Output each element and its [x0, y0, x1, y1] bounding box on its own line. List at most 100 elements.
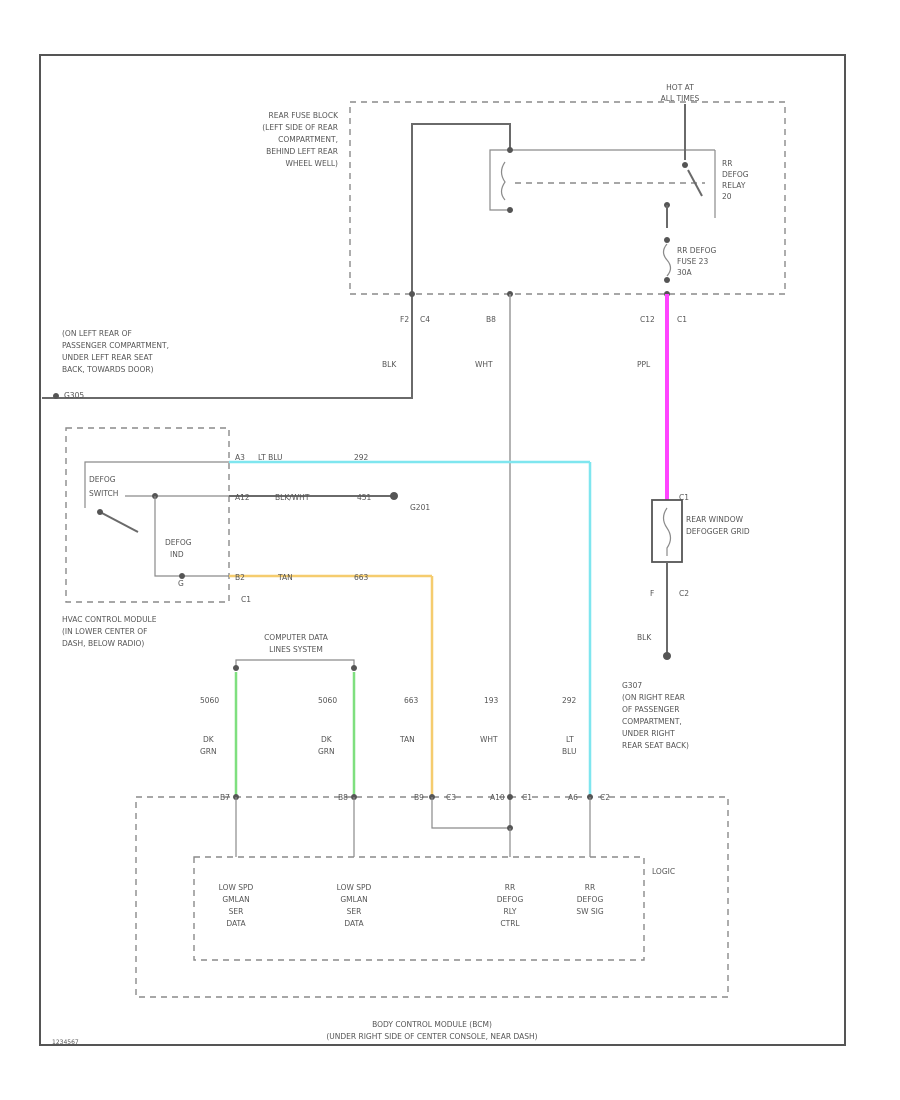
hvac-connector-c1: C1	[241, 595, 251, 604]
col3-circuit: 663	[404, 696, 419, 705]
grid-c2-label: C2	[679, 589, 689, 598]
col5-circuit: 292	[562, 696, 577, 705]
svg-text:OF PASSENGER: OF PASSENGER	[622, 705, 679, 714]
fuse-terminal-top	[664, 237, 670, 243]
fuse-terminal-bottom	[664, 277, 670, 283]
ground-g305-icon	[53, 393, 59, 399]
svg-text:BEHIND LEFT REAR: BEHIND LEFT REAR	[266, 147, 338, 156]
defog-ind-wire	[154, 496, 229, 577]
col1-wire-line2: GRN	[200, 747, 217, 756]
connector-pin-c12: C12	[640, 315, 655, 324]
defog-ind-label: DEFOG IND	[165, 538, 192, 559]
diagram-frame	[39, 54, 846, 1046]
wire-blk-label: BLK	[382, 360, 397, 369]
rear-fuse-block-label: REAR FUSE BLOCK (LEFT SIDE OF REAR COMPA…	[262, 111, 339, 168]
ground-g201-icon	[390, 492, 398, 500]
tan-wire-label: TAN	[277, 573, 293, 582]
col1-circuit: 5060	[200, 696, 219, 705]
svg-text:RR: RR	[585, 883, 595, 892]
svg-text:REAR FUSE BLOCK: REAR FUSE BLOCK	[269, 111, 340, 120]
svg-text:GMLAN: GMLAN	[222, 895, 249, 904]
defog-ind-lamp-icon	[179, 573, 185, 579]
connector-pin-b8: B8	[486, 315, 496, 324]
svg-text:DATA: DATA	[344, 919, 364, 928]
connector-pin-f2: F2	[400, 315, 409, 324]
fuse-icon	[662, 243, 672, 277]
bcm-conn-c2: C2	[600, 793, 610, 802]
svg-text:RLY: RLY	[504, 907, 517, 916]
bcm-label-low-spd-2: LOW SPD GMLAN SER DATA	[337, 883, 372, 928]
blk-ground-wire	[42, 123, 511, 399]
svg-text:REAR WINDOW: REAR WINDOW	[686, 515, 744, 524]
relay-coil-icon	[500, 161, 506, 201]
col3-wire: TAN	[399, 735, 415, 744]
svg-text:DATA: DATA	[226, 919, 246, 928]
bcm-terminal-4	[507, 794, 513, 800]
lt-blu-wire-label: LT BLU	[258, 453, 283, 462]
svg-text:G307: G307	[622, 681, 642, 690]
svg-text:G305: G305	[64, 391, 84, 400]
grid-c1-label: C1	[679, 493, 689, 502]
svg-text:DEFOG: DEFOG	[165, 538, 192, 547]
data-lines-bracket	[235, 659, 355, 668]
svg-text:DASH, BELOW RADIO): DASH, BELOW RADIO)	[62, 639, 144, 648]
svg-text:(ON LEFT REAR OF: (ON LEFT REAR OF	[62, 329, 132, 338]
lt-blu-circuit-label: 292	[354, 453, 369, 462]
footer-code: 1234567	[52, 1039, 79, 1046]
body-control-module-label: BODY CONTROL MODULE (BCM) (UNDER RIGHT S…	[326, 1020, 537, 1041]
bcm-logic-box	[193, 856, 645, 961]
bcm-pin-b9: B9	[414, 793, 424, 802]
data-line-dot-2	[351, 665, 357, 671]
svg-text:BODY CONTROL MODULE (BCM): BODY CONTROL MODULE (BCM)	[372, 1020, 492, 1029]
bcm-logic-label: LOGIC	[652, 867, 675, 876]
svg-text:SW SIG: SW SIG	[576, 907, 604, 916]
svg-text:COMPUTER DATA: COMPUTER DATA	[264, 633, 329, 642]
col4-wire: WHT	[480, 735, 498, 744]
bcm-pin-a6: A6	[568, 793, 578, 802]
f2-terminal	[409, 291, 415, 297]
svg-text:RR: RR	[722, 159, 732, 168]
svg-text:SER: SER	[347, 907, 362, 916]
ground-g307-icon	[663, 652, 671, 660]
svg-text:DEFOG: DEFOG	[577, 895, 604, 904]
hvac-ground-small: G	[178, 579, 184, 588]
relay-coil-terminal-top	[507, 147, 513, 153]
bcm-pin-a10: A10	[490, 793, 505, 802]
svg-text:30A: 30A	[677, 268, 693, 277]
svg-text:LOW SPD: LOW SPD	[219, 883, 254, 892]
rear-fuse-block-box	[349, 101, 786, 295]
blk-wht-wire-label: BLK/WHT	[275, 493, 310, 502]
svg-text:WHEEL WELL): WHEEL WELL)	[285, 159, 338, 168]
col2-wire-line1: DK	[321, 735, 333, 744]
svg-text:COMPARTMENT,: COMPARTMENT,	[622, 717, 682, 726]
svg-text:(LEFT SIDE OF REAR: (LEFT SIDE OF REAR	[262, 123, 338, 132]
hvac-pin-b2: B2	[235, 573, 245, 582]
svg-text:LINES SYSTEM: LINES SYSTEM	[269, 645, 323, 654]
svg-text:COMPARTMENT,: COMPARTMENT,	[278, 135, 338, 144]
svg-text:BACK, TOWARDS DOOR): BACK, TOWARDS DOOR)	[62, 365, 154, 374]
svg-text:RR: RR	[505, 883, 515, 892]
bcm-internal-wire-3	[431, 797, 510, 829]
svg-text:DEFOG: DEFOG	[497, 895, 524, 904]
svg-text:DEFOGGER GRID: DEFOGGER GRID	[686, 527, 750, 536]
svg-text:(ON RIGHT REAR: (ON RIGHT REAR	[622, 693, 685, 702]
bcm-conn-c1: C1	[522, 793, 532, 802]
bcm-label-rr-defog-sw-sig: RR DEFOG SW SIG	[576, 883, 604, 916]
switch-pivot	[97, 509, 103, 515]
hvac-switch-wire	[84, 461, 229, 508]
tan-circuit-label: 663	[354, 573, 369, 582]
col2-wire-line2: GRN	[318, 747, 335, 756]
col5-wire-line2: BLU	[562, 747, 576, 756]
computer-data-lines-label: COMPUTER DATA LINES SYSTEM	[264, 633, 329, 654]
svg-text:HVAC CONTROL MODULE: HVAC CONTROL MODULE	[62, 615, 157, 624]
relay-coil-bracket	[489, 149, 510, 211]
svg-text:REAR SEAT BACK): REAR SEAT BACK)	[622, 741, 689, 750]
bcm-label-rr-defog-rly-ctrl: RR DEFOG RLY CTRL	[497, 883, 524, 928]
blk-wht-circuit-label: 451	[357, 493, 372, 502]
col5-wire-line1: LT	[566, 735, 574, 744]
svg-text:ALL TIMES: ALL TIMES	[661, 94, 700, 103]
svg-text:RR DEFOG: RR DEFOG	[677, 246, 717, 255]
svg-text:RELAY: RELAY	[722, 181, 746, 190]
defogger-grid-label: REAR WINDOW DEFOGGER GRID	[686, 515, 750, 536]
